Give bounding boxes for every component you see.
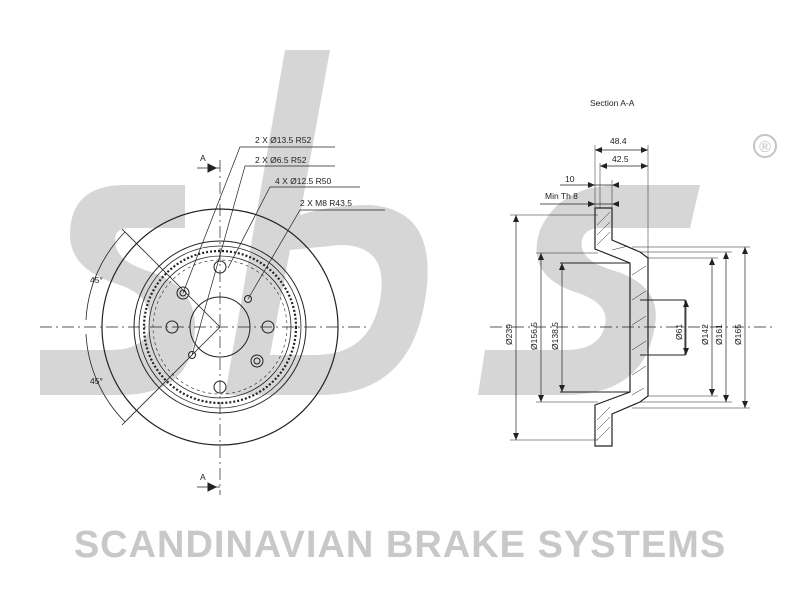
- section-arrow-top: [207, 163, 218, 173]
- dim-arrowheads: [513, 215, 748, 440]
- stud-hole: [165, 320, 179, 334]
- bolt-circle: [152, 259, 288, 395]
- registered-mark: ®: [759, 139, 771, 156]
- section-hatching: [596, 211, 647, 441]
- leader-line: [191, 165, 335, 356]
- dim-label-161: Ø161: [714, 324, 724, 345]
- callout-small-holes: 2 X Ø6.5 R52: [255, 155, 307, 165]
- large-hole-inner: [253, 357, 261, 365]
- mounting-holes: [165, 260, 275, 394]
- radial-line-lower: [121, 326, 221, 426]
- callout-stud-holes: 4 X Ø12.5 R50: [275, 176, 332, 186]
- stud-hole: [261, 320, 275, 334]
- callout-large-holes: 2 X Ø13.5 R52: [255, 135, 312, 145]
- small-hole: [188, 351, 196, 359]
- drum-ring-1: [138, 245, 302, 409]
- registered-circle: [753, 134, 777, 158]
- hub-face: [640, 299, 686, 356]
- section-marker-top: A: [200, 153, 206, 163]
- stud-hole: [213, 380, 227, 394]
- callout-thread-holes: 2 X M8 R43.5: [300, 198, 352, 208]
- large-hole: [176, 286, 190, 300]
- dim-label-48-4: 48.4: [610, 136, 627, 146]
- large-hole: [250, 354, 264, 368]
- section-view: [490, 145, 775, 447]
- section-title: Section A-A: [590, 98, 635, 108]
- leader-line: [227, 186, 360, 269]
- dim-label-42-5: 42.5: [612, 154, 629, 164]
- dim-label-142: Ø142: [700, 324, 710, 345]
- disc-outer-edge: [101, 208, 339, 446]
- front-view: [40, 146, 385, 495]
- dim-label-165: Ø165: [733, 324, 743, 345]
- drum-teeth-ring: [142, 249, 298, 405]
- radial-line-upper: [121, 228, 221, 328]
- horizontal-arrowheads: [588, 147, 648, 207]
- sbs-watermark-logo: [40, 50, 700, 395]
- dim-label-10: 10: [565, 174, 575, 184]
- drum-outer-edge: [133, 240, 307, 414]
- section-arrow-bottom: [207, 482, 218, 492]
- angle-label-upper: 45°: [90, 275, 103, 285]
- stud-hole: [213, 260, 227, 274]
- leader-line: [182, 146, 335, 294]
- center-bore: [189, 296, 251, 358]
- angle-label-lower: 45°: [90, 376, 103, 386]
- section-marker-bottom: A: [200, 472, 206, 482]
- brand-tagline: SCANDINAVIAN BRAKE SYSTEMS: [74, 524, 726, 566]
- disc-profile: [594, 207, 649, 447]
- dim-label-min-thickness: Min Th 8: [545, 191, 578, 201]
- leader-line: [247, 209, 385, 300]
- hat-wall: [560, 262, 630, 393]
- angle-arc-upper: [85, 231, 126, 321]
- dim-label-138-5: Ø138.5: [550, 322, 560, 350]
- dim-label-239: Ø239: [504, 324, 514, 345]
- dim-label-156-5: Ø156.5: [529, 322, 539, 350]
- small-hole: [244, 295, 252, 303]
- dim-label-61: Ø61: [674, 324, 684, 340]
- angle-arc-lower: [85, 333, 126, 423]
